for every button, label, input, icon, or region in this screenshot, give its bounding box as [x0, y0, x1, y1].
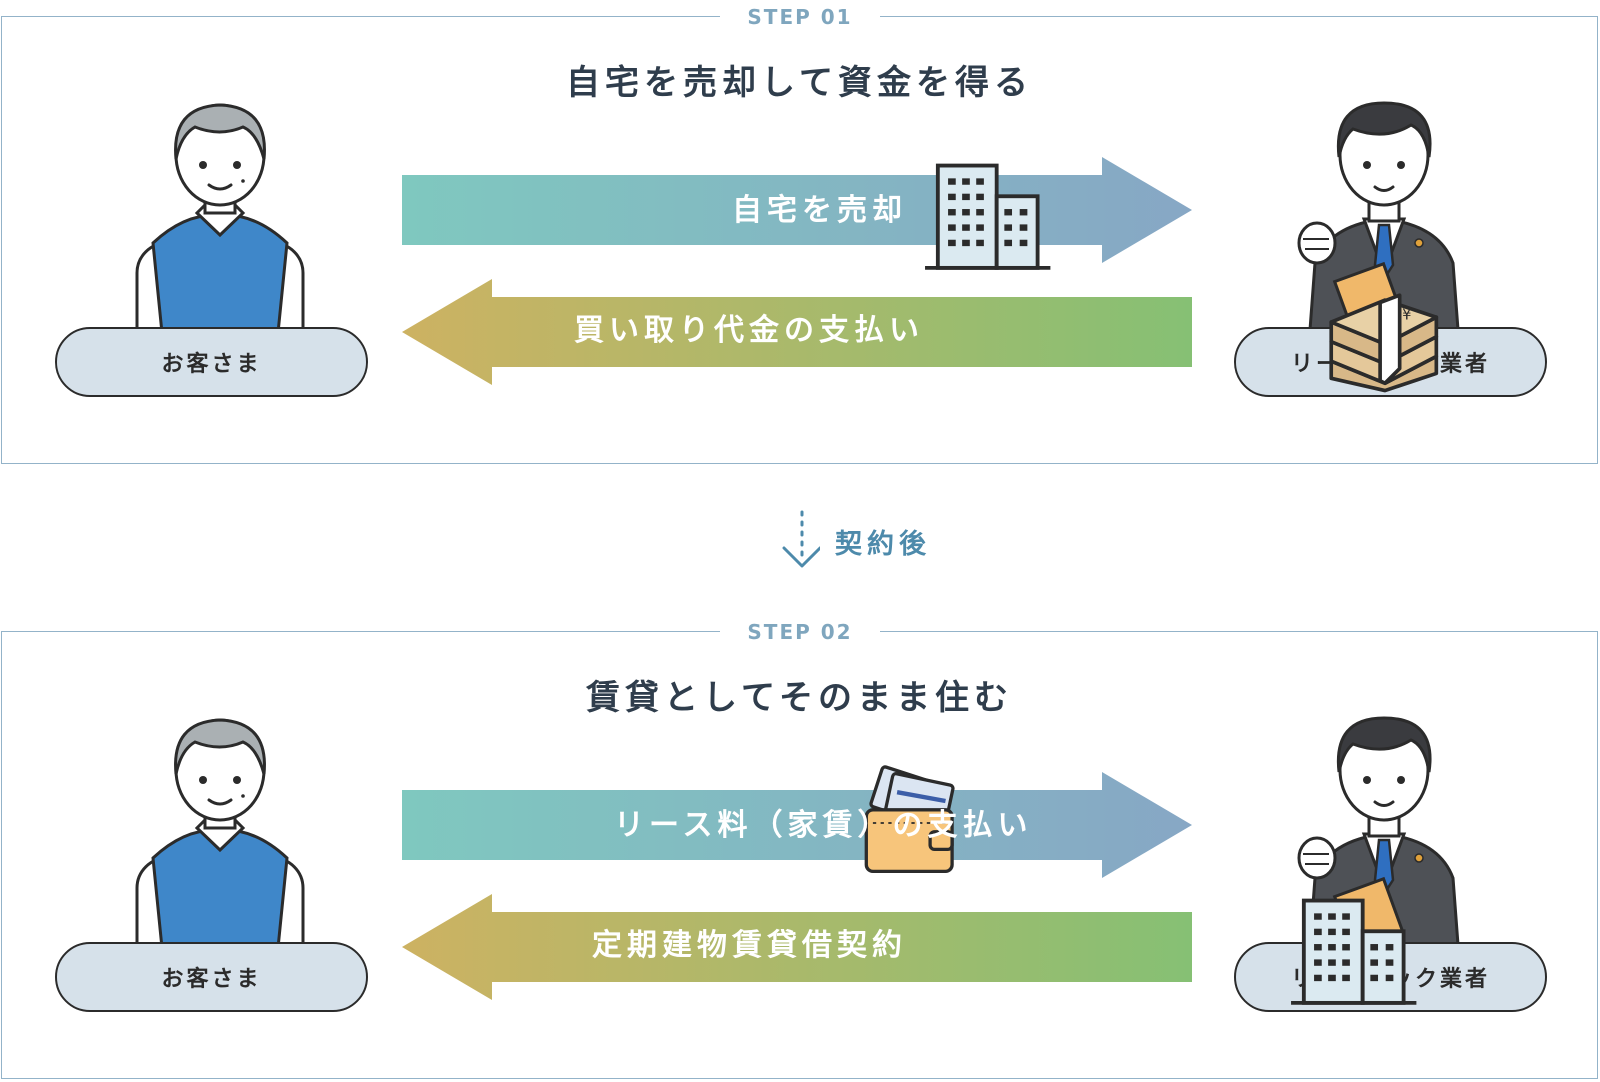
customer-illustration: [125, 708, 315, 980]
step-label: STEP 02: [720, 619, 880, 645]
customer-label: お客さま: [55, 327, 368, 397]
customer-illustration: [125, 93, 315, 365]
svg-text:¥: ¥: [1402, 307, 1411, 324]
building-icon: [960, 898, 1417, 1005]
left-arrow-shape: [402, 894, 1192, 1000]
arrow-lease-contract: 定期建物賃貸借契約: [402, 894, 1417, 1005]
arrow-purchase-payment: 買い取り代金の支払い ¥: [402, 279, 1439, 393]
dotted-arrow-down-icon: [782, 510, 820, 568]
step-title: 自宅を売却して資金を得る: [566, 63, 1033, 103]
arrow-lease-payment: リース料（家賃）の支払い: [402, 765, 1192, 882]
money-bundle-icon: ¥: [990, 283, 1439, 393]
left-arrow-shape: [402, 279, 1192, 385]
after-contract-label: 契約後: [835, 529, 931, 560]
building-icon: [594, 163, 1051, 270]
elderly-man-icon: [135, 718, 305, 980]
customer-label: お客さま: [55, 942, 368, 1012]
arrow-label: リース料（家賃）の支払い: [614, 808, 1033, 843]
step-title: 賃貸としてそのまま住む: [586, 678, 1013, 718]
step-1-panel: STEP 01 自宅を売却して資金を得る お客さま: [1, 4, 1598, 464]
arrow-label: 買い取り代金の支払い: [574, 313, 924, 348]
step-2-panel: STEP 02 賃貸としてそのまま住む お客さま: [1, 619, 1598, 1079]
right-arrow-shape: [402, 772, 1192, 878]
arrow-sell-home: 自宅を売却: [402, 157, 1192, 270]
arrow-label: 自宅を売却: [732, 193, 907, 228]
after-contract-indicator: 契約後: [770, 508, 970, 578]
step-label: STEP 01: [720, 4, 880, 30]
elderly-man-icon: [135, 103, 305, 365]
wallet-icon: [512, 765, 955, 874]
arrow-label: 定期建物賃貸借契約: [592, 928, 907, 963]
